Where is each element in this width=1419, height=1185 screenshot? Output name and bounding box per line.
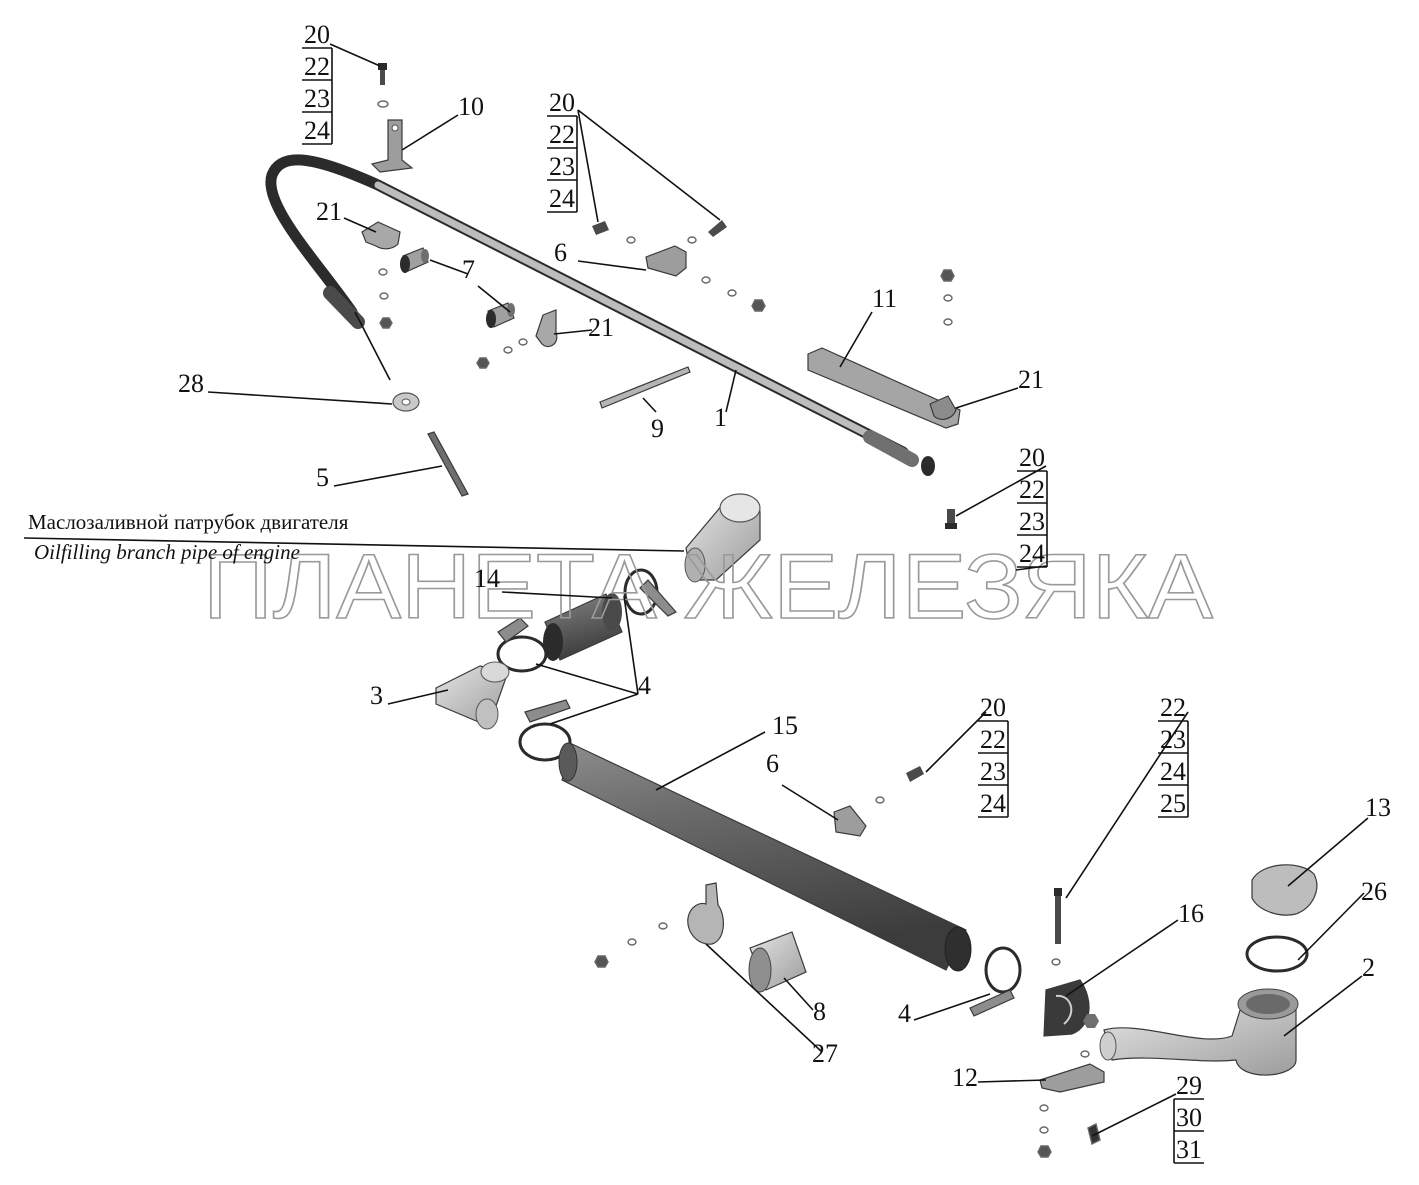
- clamp-16: [1043, 979, 1099, 1037]
- tie-strap-9: [599, 366, 691, 409]
- stack-5-item: 24: [1160, 757, 1186, 786]
- clip-21-top: [361, 221, 401, 250]
- callout-15: 15: [772, 711, 798, 740]
- sleeve-8: [748, 931, 807, 993]
- bracket-6-lower: [833, 805, 867, 837]
- callout-11: 11: [872, 284, 897, 313]
- callout-28: 28: [178, 369, 204, 398]
- bracket-11: [807, 347, 961, 429]
- clip-21-mid: [535, 309, 558, 348]
- stack-3-item: 22: [1019, 475, 1045, 504]
- bushing-7b: [486, 302, 515, 328]
- stack-3-item: 23: [1019, 507, 1045, 536]
- clamp-4a: [623, 568, 677, 617]
- callout-stack-5: 22 23 24 25: [1158, 693, 1189, 818]
- bolts-upper-mid: [592, 220, 766, 312]
- cap-13: [1251, 864, 1318, 916]
- fasteners-12: [1037, 1050, 1101, 1158]
- clamp-4b: [496, 617, 548, 673]
- clip-21-right: [929, 395, 957, 420]
- callout-4-lower: 4: [898, 999, 911, 1028]
- caption-ru: Маслозаливной патрубок двигателя: [28, 510, 349, 534]
- clamp-27: [687, 882, 724, 945]
- callout-8: 8: [813, 997, 826, 1026]
- pipe-15: [558, 742, 972, 972]
- stack-4-item: 22: [980, 725, 1006, 754]
- callout-26: 26: [1361, 877, 1387, 906]
- stack-3-item: 24: [1019, 539, 1045, 568]
- stack-2-item: 20: [549, 88, 575, 117]
- bolt-top-left: [377, 63, 389, 108]
- stack-4-item: 23: [980, 757, 1006, 786]
- callout-21-top: 21: [316, 197, 342, 226]
- leader-lines: [207, 43, 1369, 1137]
- engine-filler-neck: [684, 493, 761, 583]
- stack-2-item: 23: [549, 152, 575, 181]
- stack-4-item: 24: [980, 789, 1006, 818]
- callout-6-upper: 6: [554, 238, 567, 267]
- fasteners-27: [594, 922, 668, 968]
- stack-1-item: 20: [304, 20, 330, 49]
- callout-stack-6: 29 30 31: [1173, 1071, 1204, 1164]
- bolt-lower-mid: [875, 766, 924, 804]
- fasteners-left: [378, 268, 528, 369]
- callout-6-lower: 6: [766, 749, 779, 778]
- stack-1-item: 23: [304, 84, 330, 113]
- stack-5-item: 25: [1160, 789, 1186, 818]
- plate-12: [1039, 1063, 1105, 1093]
- callout-10: 10: [458, 92, 484, 121]
- callout-2: 2: [1362, 953, 1375, 982]
- callout-stack-3: 20 22 23 24: [1017, 443, 1048, 568]
- parts-layer: [265, 63, 1318, 1158]
- clamp-4c: [518, 699, 572, 762]
- watermark: ПЛАНЕТА ЖЕЛЕЗЯКА: [203, 536, 1214, 638]
- hose-14: [543, 593, 623, 661]
- stack-1-item: 22: [304, 52, 330, 81]
- callout-13: 13: [1365, 793, 1391, 822]
- stack-1-item: 24: [304, 116, 330, 145]
- callout-21-right: 21: [1018, 365, 1044, 394]
- long-bolt: [1051, 888, 1062, 966]
- bushing-7a: [400, 247, 429, 273]
- callout-16: 16: [1178, 899, 1204, 928]
- fasteners-right-top: [940, 269, 955, 326]
- bracket-10: [370, 119, 414, 173]
- stack-6-item: 30: [1176, 1103, 1202, 1132]
- callout-5: 5: [316, 463, 329, 492]
- bracket-6-upper: [645, 245, 687, 277]
- callout-stack-2: 20 22 23 24: [547, 88, 578, 213]
- stack-4-item: 20: [980, 693, 1006, 722]
- clamp-4d: [969, 946, 1022, 1017]
- callout-21-mid: 21: [588, 313, 614, 342]
- dipstick-tube: [265, 154, 935, 476]
- callout-stack-1: 20 22 23 24: [302, 20, 333, 145]
- caption-group: Маслозаливной патрубок двигателя Oilfill…: [23, 510, 685, 564]
- stack-5-item: 22: [1160, 693, 1186, 722]
- callout-3: 3: [370, 681, 383, 710]
- elbow-3: [435, 661, 510, 730]
- bolt-right-mid: [945, 509, 957, 529]
- callout-9: 9: [651, 414, 664, 443]
- caption-en: Oilfilling branch pipe of engine: [34, 540, 300, 564]
- filler-neck-2: [1099, 988, 1299, 1076]
- callout-27: 27: [812, 1039, 838, 1068]
- stack-6-item: 29: [1176, 1071, 1202, 1100]
- callout-14: 14: [474, 564, 500, 593]
- stack-3-item: 20: [1019, 443, 1045, 472]
- callout-4-upper: 4: [638, 671, 651, 700]
- callout-stack-4: 20 22 23 24: [978, 693, 1009, 818]
- callout-1: 1: [714, 403, 727, 432]
- pin-5: [427, 431, 469, 497]
- stack-2-item: 22: [549, 120, 575, 149]
- callouts: 1 2 3 4 4 5 6 6 7 8 9 10 11 12 13 14 15 …: [178, 92, 1391, 1092]
- stack-5-item: 23: [1160, 725, 1186, 754]
- stack-2-item: 24: [549, 184, 575, 213]
- stack-6-item: 31: [1176, 1135, 1202, 1164]
- callout-7: 7: [462, 255, 475, 284]
- callout-12: 12: [952, 1063, 978, 1092]
- o-ring-26: [1245, 935, 1309, 973]
